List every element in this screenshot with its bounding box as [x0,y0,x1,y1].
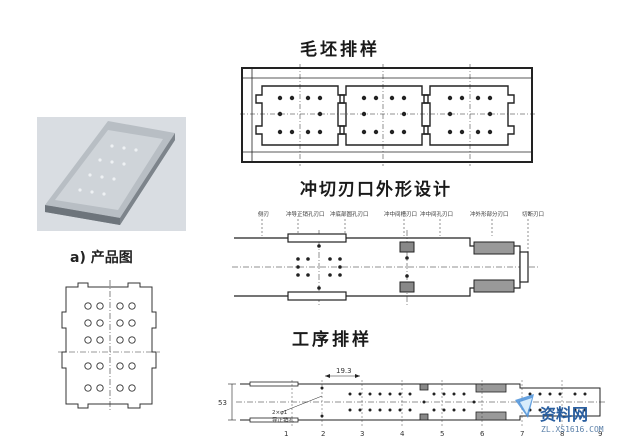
station-number: 5 [440,430,444,438]
label-side-edge: 侧刃 [258,210,269,218]
title-blank-layout: 毛坯排样 [300,39,380,60]
watermark-brand: 资料网 [540,405,588,424]
blank-layout-strip [240,64,536,166]
title-punch-edge-design: 冲切刃口外形设计 [300,179,452,200]
station-number: 3 [360,430,364,438]
label-bottom-hole-edge: 冲底部圆孔刃口 [330,210,369,218]
label-outline-edge: 冲外形部分刃口 [470,210,509,218]
punch-edge-labels: 侧刃 冲导正销孔刃口 冲底部圆孔刃口 冲中间槽刃口 冲中间孔刃口 冲外形部分刃口… [258,210,544,218]
station-number: 1 [284,430,288,438]
station-number: 7 [520,430,524,438]
station-number: 4 [400,430,405,438]
station-number: 9 [598,430,602,438]
label-middle-hole-edge: 冲中间孔刃口 [420,210,453,218]
station-number: 8 [560,430,564,438]
station-number: 6 [480,430,485,438]
dimension-pitch: 19.3 [336,367,352,375]
product-outline-drawing [58,280,160,412]
label-cutoff-edge: 切断刃口 [522,210,544,218]
product-3d-image [37,117,186,231]
label-middle-slot-edge: 冲中间槽刃口 [384,210,417,218]
station-numbers: 1 2 3 4 5 6 7 8 9 [284,430,602,438]
watermark: 资料网 ZL.XS1616.COM [515,394,604,434]
product-caption: a) 产品图 [70,249,133,266]
watermark-url: ZL.XS1616.COM [541,425,604,434]
punch-edge-drawing [232,219,540,305]
label-pilot-hole-edge: 冲导正销孔刃口 [286,210,325,218]
hole-note: 2×φ1 [272,410,287,416]
process-layout-strip [228,374,606,428]
dimension-width: 53 [218,399,227,407]
title-process-layout: 工序排样 [292,329,372,350]
hole-note-2: 导正销孔 [272,416,295,424]
station-number: 2 [321,430,325,438]
